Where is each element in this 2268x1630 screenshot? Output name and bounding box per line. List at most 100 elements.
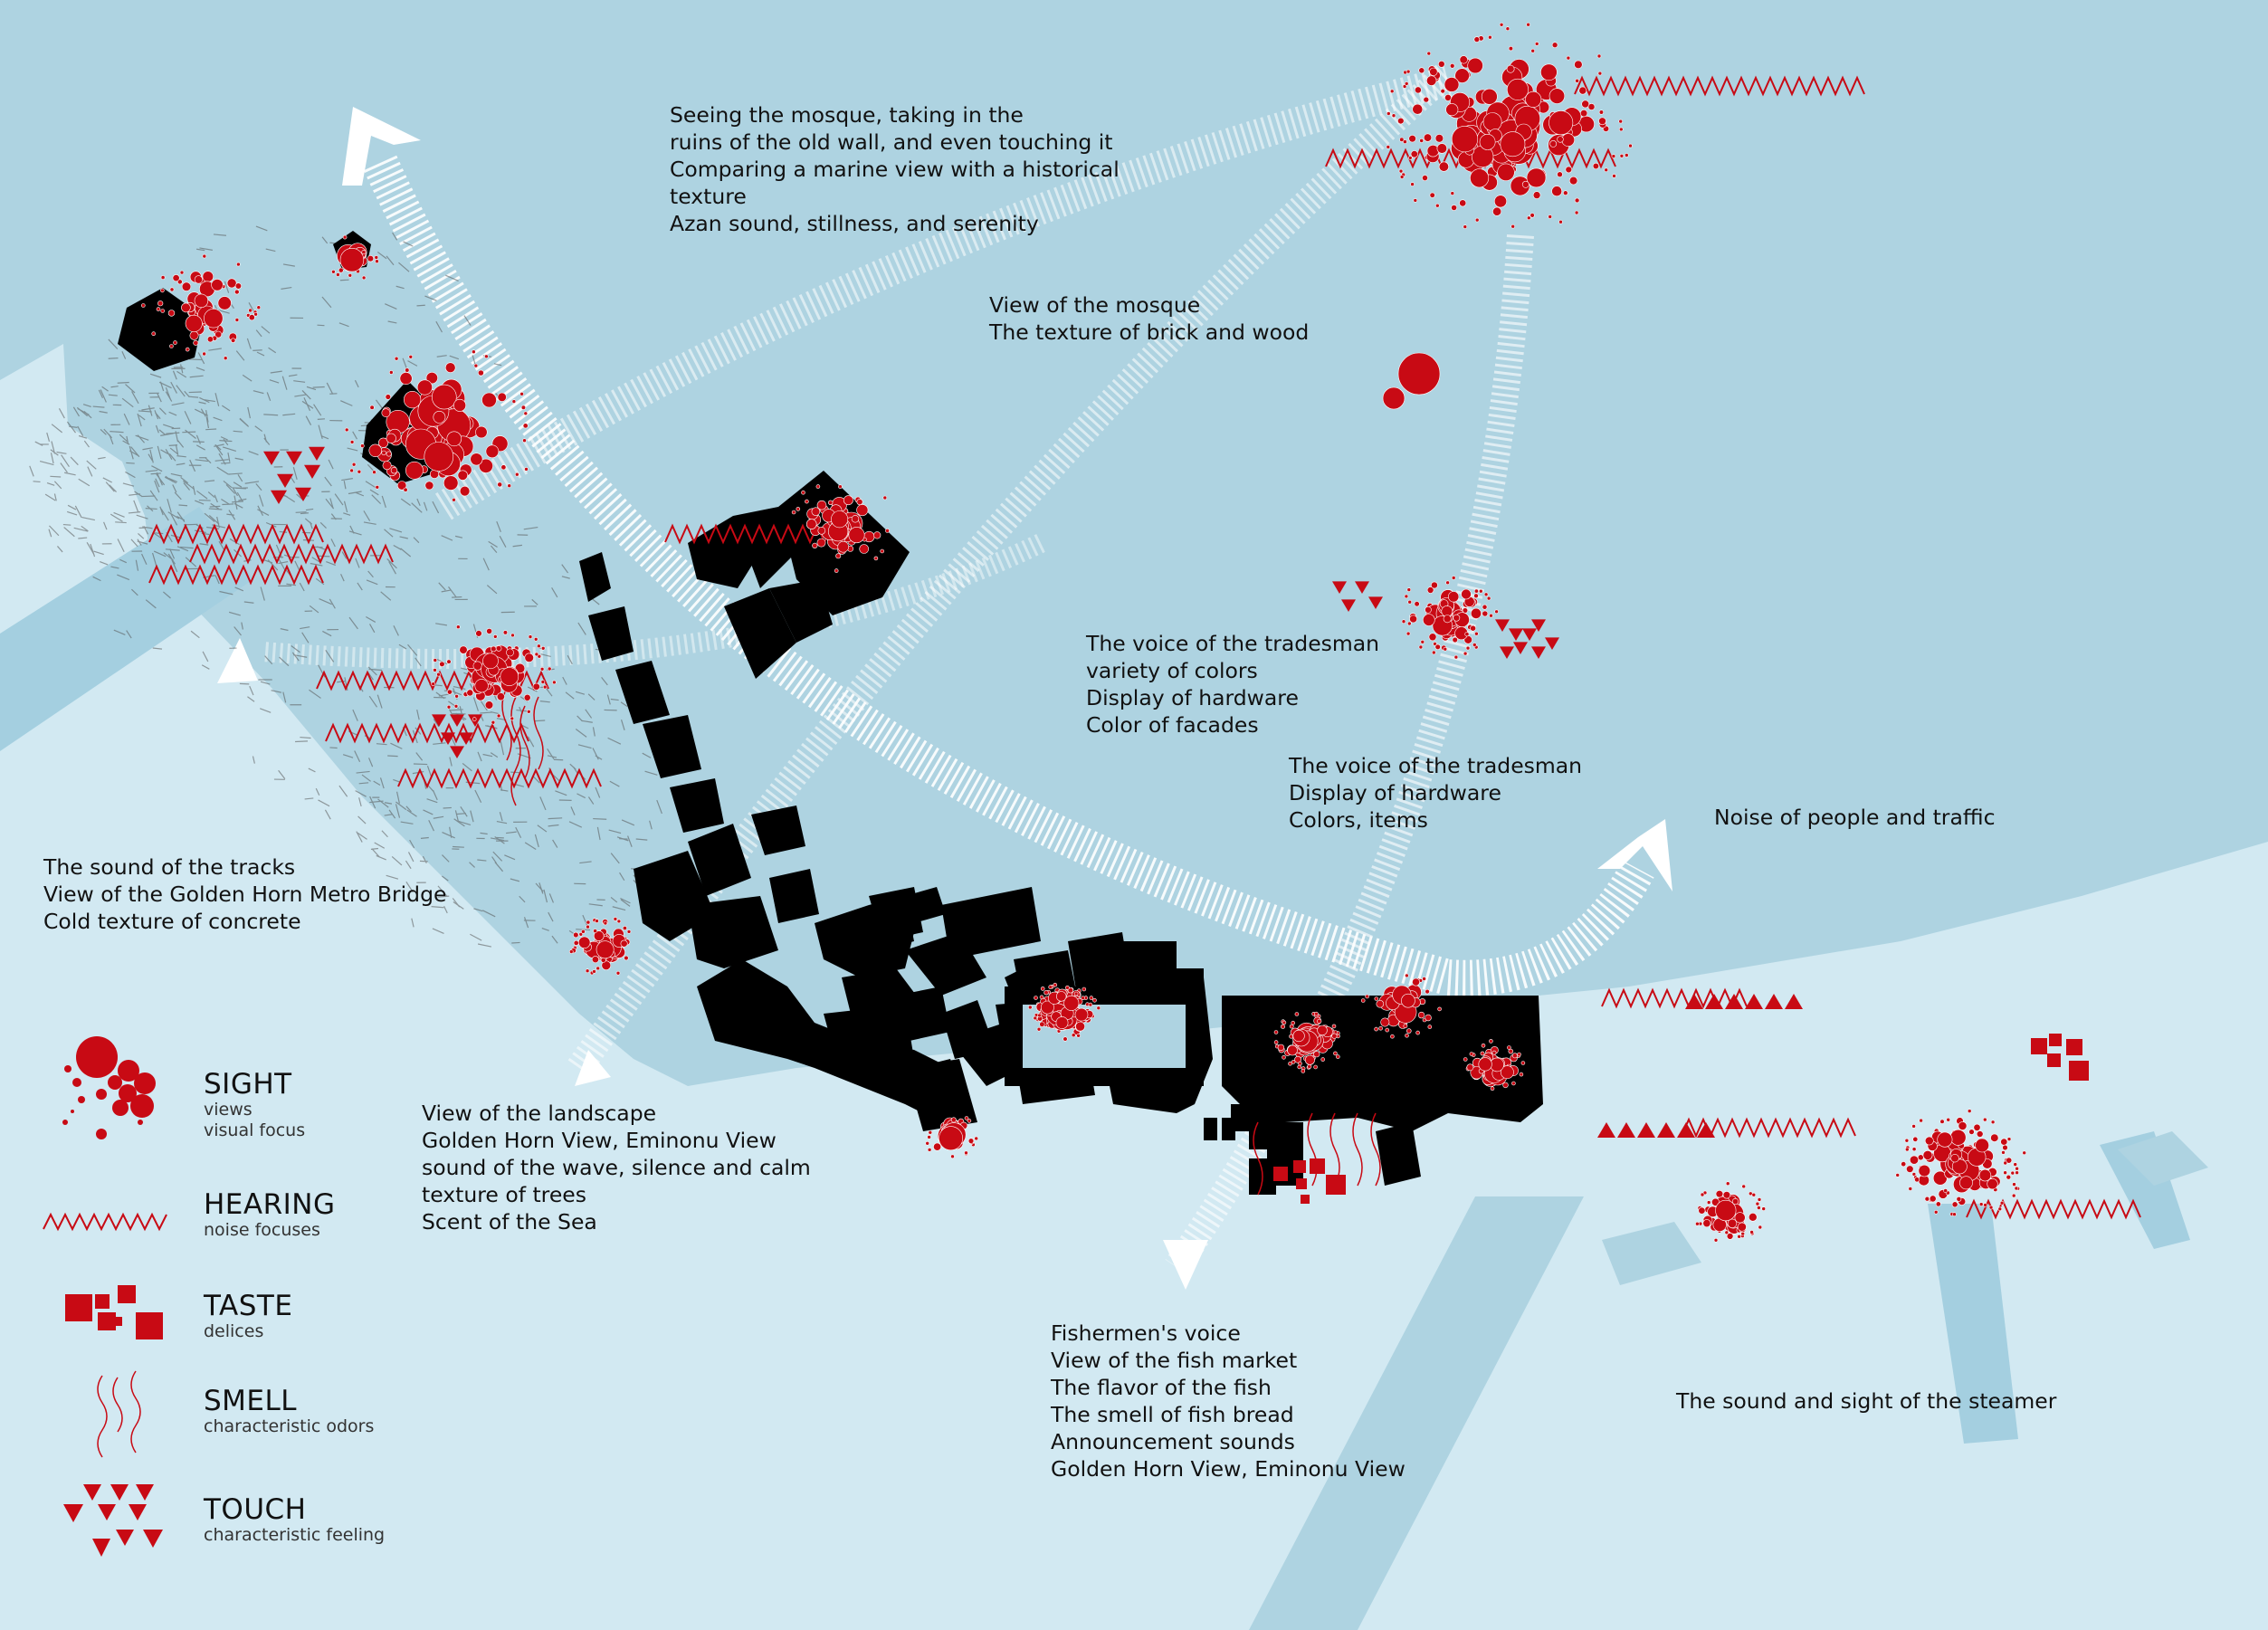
sight-dot — [357, 469, 362, 474]
sight-dot — [1374, 1026, 1378, 1032]
sight-dot — [506, 648, 514, 657]
hatch-mark — [221, 462, 231, 464]
sight-dot — [939, 1126, 964, 1151]
sight-dot — [534, 652, 539, 657]
sight-dot — [1526, 167, 1547, 188]
sight-dot — [2013, 1162, 2017, 1167]
sight-dot — [1973, 1123, 1981, 1131]
hatch-mark — [256, 351, 265, 357]
hatch-mark — [223, 438, 229, 446]
hatch-mark — [34, 441, 43, 446]
hatch-mark — [51, 424, 63, 434]
sight-dot — [1445, 103, 1459, 117]
hatch-mark — [121, 351, 127, 359]
hatch-mark — [184, 390, 190, 398]
sight-dot — [169, 344, 174, 348]
building — [1222, 1118, 1235, 1140]
triangle-marker — [459, 732, 473, 745]
sight-dot — [873, 531, 881, 539]
sight-dot — [528, 634, 533, 639]
hatch-mark — [449, 826, 453, 838]
hatch-mark — [214, 443, 224, 456]
zigzag-marker — [148, 564, 324, 586]
hatch-mark — [141, 495, 156, 498]
hatch-mark — [309, 689, 321, 699]
hatch-mark — [72, 406, 80, 417]
sight-dot — [1331, 1024, 1337, 1029]
sight-dot — [1505, 26, 1510, 32]
sight-dot — [1397, 117, 1405, 125]
hatch-mark — [292, 467, 298, 480]
hatch-mark — [500, 741, 505, 756]
sight-dot — [482, 653, 499, 670]
hatch-mark — [357, 832, 367, 840]
sight-dot — [1435, 203, 1440, 208]
hatch-mark — [103, 521, 108, 530]
hatch-mark — [324, 809, 331, 820]
hatch-mark — [208, 515, 220, 525]
hatch-mark — [453, 901, 464, 910]
building-row — [697, 959, 959, 1122]
hatch-mark — [538, 882, 544, 894]
hatch-mark — [552, 839, 558, 848]
sight-dot — [1055, 991, 1067, 1002]
sight-dot — [1438, 161, 1449, 172]
hatch-mark — [561, 564, 569, 574]
sight-dot — [1988, 1205, 1994, 1210]
hatch-mark — [178, 504, 188, 507]
sight-dot — [1999, 1200, 2005, 1206]
hatch-mark — [180, 546, 194, 549]
sight-dot — [1288, 1061, 1292, 1066]
sight-dot — [1946, 1117, 1950, 1122]
sight-dot — [1540, 63, 1558, 81]
hatch-mark — [288, 374, 298, 377]
hatch-mark — [184, 411, 192, 424]
smell-wave — [1370, 1112, 1381, 1187]
sight-dot — [248, 314, 255, 321]
sight-dot — [519, 391, 524, 396]
building — [1376, 1122, 1421, 1186]
hatch-mark — [184, 523, 198, 526]
hatch-mark — [87, 466, 93, 477]
triangle-marker — [1705, 994, 1723, 1009]
sight-dot — [378, 437, 389, 448]
hatch-mark — [260, 708, 272, 713]
sight-dot — [1336, 1054, 1340, 1059]
hatch-mark — [301, 632, 310, 643]
hatch-mark — [137, 434, 146, 443]
sight-dot — [1297, 1064, 1301, 1070]
hatch-mark — [328, 459, 334, 470]
legend-subtitle-taste: delices — [204, 1321, 264, 1341]
sight-dot — [185, 347, 190, 352]
hatch-mark — [195, 434, 201, 444]
hatch-mark — [386, 558, 397, 569]
triangle-marker — [450, 746, 464, 758]
hatch-mark — [473, 908, 483, 912]
sight-dot — [1273, 1030, 1279, 1034]
hatch-mark — [435, 320, 443, 333]
taste-square — [2049, 1034, 2062, 1046]
hatch-mark — [278, 769, 286, 780]
sight-dot — [151, 331, 156, 337]
hatch-mark — [157, 445, 162, 459]
sight-dot — [1422, 977, 1426, 981]
hatch-mark — [248, 302, 254, 312]
sight-dot — [2014, 1186, 2019, 1191]
sight-dot — [1502, 1082, 1509, 1089]
hatch-mark — [105, 481, 115, 492]
sight-dot — [2015, 1170, 2019, 1175]
sight-dot — [1725, 1181, 1730, 1186]
building — [896, 987, 950, 1041]
hatch-mark — [137, 539, 142, 546]
sight-dot — [1451, 126, 1479, 153]
hatch-mark — [352, 709, 358, 721]
sight-dot — [360, 443, 365, 448]
hatch-mark — [138, 410, 152, 413]
sight-dot — [1579, 109, 1588, 118]
hatch-mark — [167, 511, 180, 520]
hatch-mark — [575, 691, 586, 695]
hatch-mark — [317, 418, 325, 420]
sight-dot — [1403, 1024, 1408, 1029]
hatch-mark — [354, 750, 361, 762]
hatch-mark — [581, 720, 593, 723]
